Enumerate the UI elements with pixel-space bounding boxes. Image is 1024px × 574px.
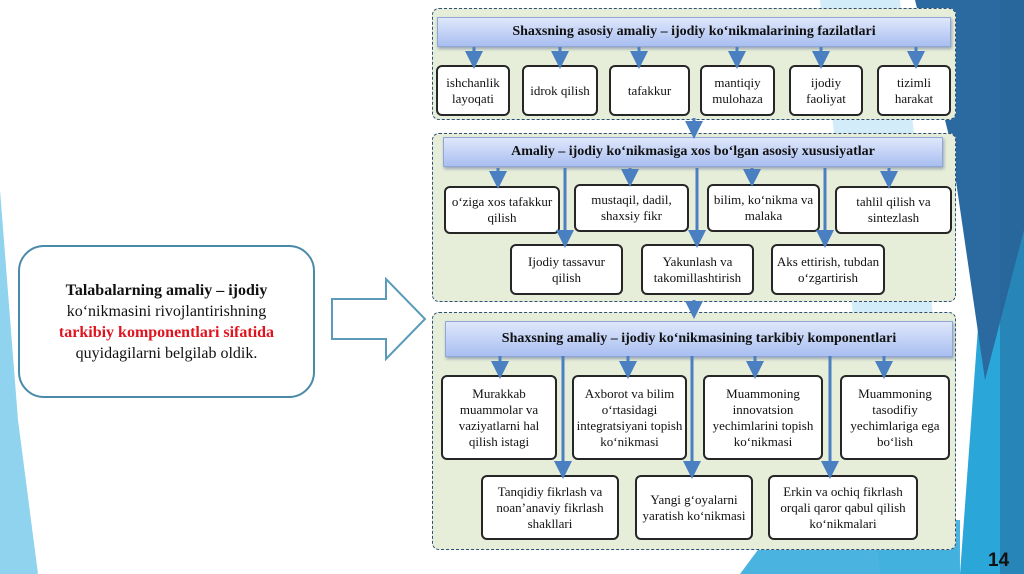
feature-node: o‘ziga xos tafakkur qilish xyxy=(444,186,560,234)
bg-dark-blue-2 xyxy=(1000,0,1024,574)
quality-node: tafakkur xyxy=(609,65,690,116)
intro-line-2: ko‘nikmasini rivojlantirishning xyxy=(66,302,267,320)
right-block-arrow-icon xyxy=(331,277,427,361)
component-node: Yangi g‘oyalarni yaratish ko‘nikmasi xyxy=(635,475,753,540)
quality-node: idrok qilish xyxy=(522,65,598,116)
section-qualities: Shaxsning asosiy amaliy – ijodiy ko‘nikm… xyxy=(432,8,956,120)
intro-textbox: Talabalarning amaliy – ijodiy ko‘nikmasi… xyxy=(18,245,315,398)
feature-node: Aks ettirish, tubdan o‘zgartirish xyxy=(771,244,885,295)
component-node: Muammoning innovatsion yechimlarini topi… xyxy=(703,375,823,460)
component-node: Murakkab muammolar va vaziyatlarni hal q… xyxy=(441,375,557,460)
section-components-header: Shaxsning amaliy – ijodiy ko‘nikmasining… xyxy=(445,321,953,357)
quality-node: ishchanlik layoqati xyxy=(436,65,510,116)
feature-node: tahlil qilish va sintezlash xyxy=(835,186,952,234)
feature-node: Ijodiy tassavur qilish xyxy=(510,244,623,295)
component-node: Erkin va ochiq fikrlash orqali qaror qab… xyxy=(768,475,918,540)
intro-line-3-highlight: tarkibiy komponentlari sifatida xyxy=(58,323,275,341)
section-features-header: Amaliy – ijodiy ko‘nikmasiga xos bo‘lgan… xyxy=(443,137,943,167)
page-number: 14 xyxy=(988,550,1010,571)
bg-left-stripe xyxy=(0,190,38,574)
feature-node: Yakunlash va takomillashtirish xyxy=(641,244,754,295)
feature-node: mustaqil, dadil, shaxsiy fikr xyxy=(574,184,689,232)
feature-node: bilim, ko‘nikma va malaka xyxy=(707,184,820,232)
section-features: Amaliy – ijodiy ko‘nikmasiga xos bo‘lgan… xyxy=(432,133,956,302)
intro-line-4: quyidagilarni belgilab oldik. xyxy=(75,344,258,362)
section-components: Shaxsning amaliy – ijodiy ko‘nikmasining… xyxy=(432,312,956,550)
quality-node: ijodiy faoliyat xyxy=(789,65,863,116)
component-node: Tanqidiy fikrlash va noan’anaviy fikrlas… xyxy=(481,475,619,540)
component-node: Axborot va bilim o‘rtasidagi integratsiy… xyxy=(572,375,687,460)
section-qualities-header: Shaxsning asosiy amaliy – ijodiy ko‘nikm… xyxy=(437,17,951,47)
intro-line-1: Talabalarning amaliy – ijodiy xyxy=(65,281,268,299)
component-node: Muammoning tasodifiy yechimlariga ega bo… xyxy=(840,375,950,460)
quality-node: tizimli harakat xyxy=(877,65,951,116)
quality-node: mantiqiy mulohaza xyxy=(700,65,775,116)
